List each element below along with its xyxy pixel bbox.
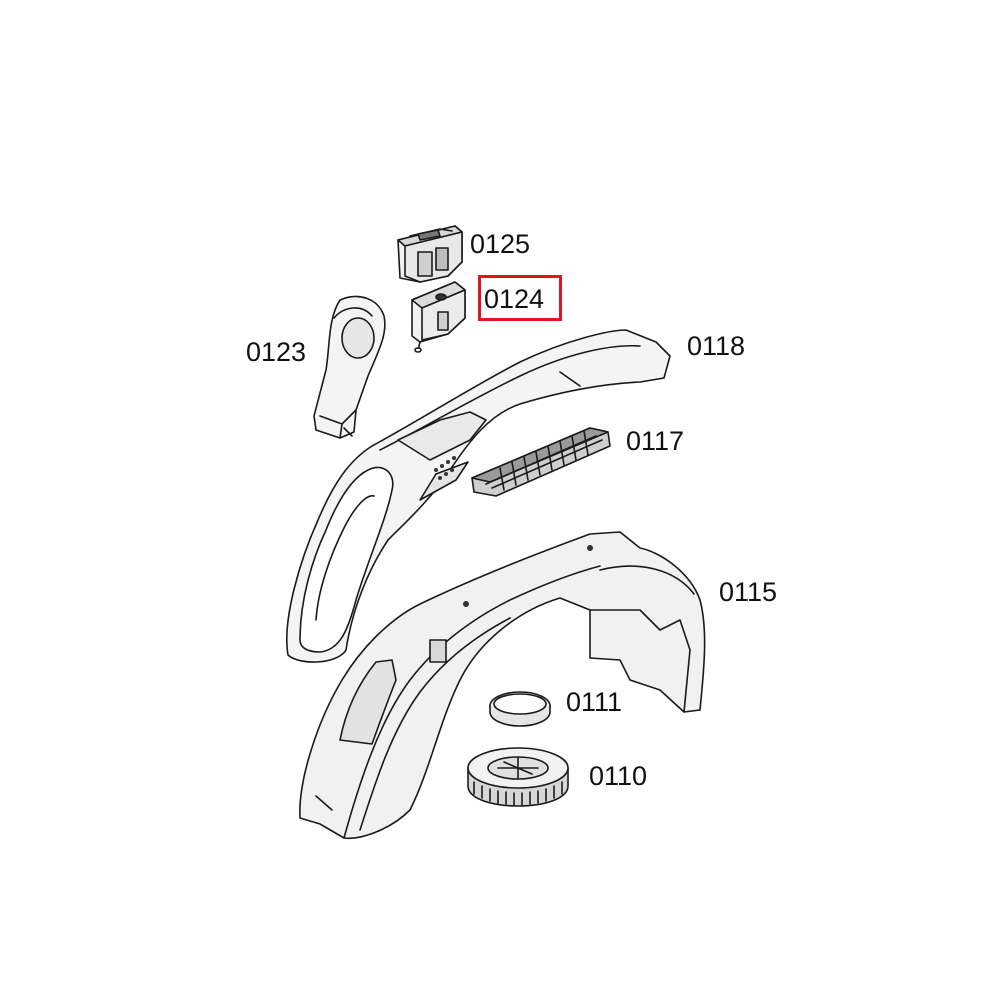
part-0111-drawing (489, 691, 551, 727)
part-0117-drawing (471, 427, 611, 497)
part-label-0111: 0111 (566, 687, 623, 717)
part-label-0125: 0125 (470, 229, 531, 259)
part-label-0117: 0117 (626, 426, 685, 456)
part-label-0115: 0115 (719, 577, 778, 607)
part-label-0110: 0110 (589, 761, 648, 791)
part-0125-drawing (397, 225, 463, 283)
part-0124-drawing (411, 281, 466, 353)
part-0123-drawing (313, 295, 386, 439)
part-0118-drawing (286, 329, 671, 663)
part-label-0124: 0124 (484, 284, 545, 314)
highlight-box-0124 (478, 275, 562, 321)
part-0115-drawing (299, 531, 706, 840)
part-label-0118: 0118 (687, 331, 746, 361)
part-label-0123: 0123 (246, 337, 307, 367)
part-0110-drawing (467, 747, 569, 807)
